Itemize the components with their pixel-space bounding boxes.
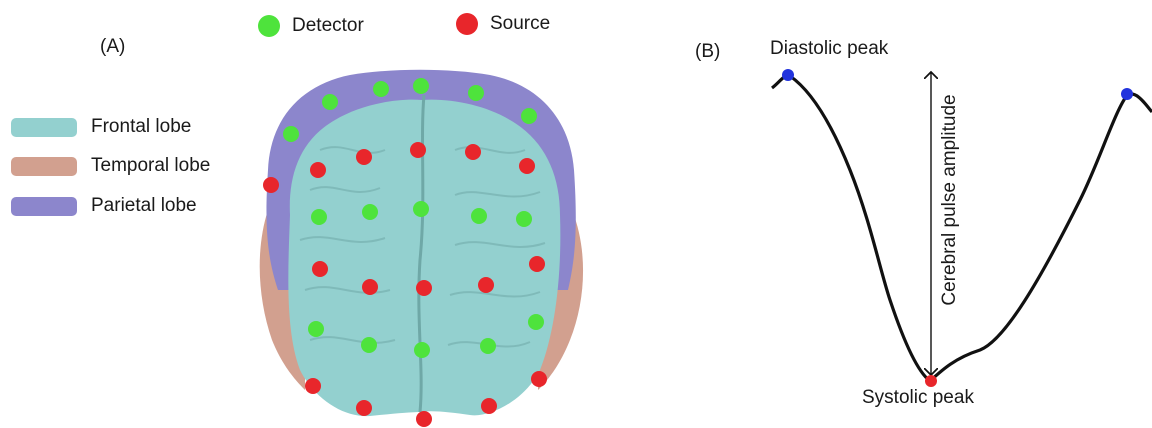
legend-parietal-lobe: Parietal lobe xyxy=(11,195,197,217)
parietal-lobe-swatch xyxy=(11,196,77,216)
detector-dot xyxy=(373,81,389,97)
detector-dot xyxy=(413,78,429,94)
systolic-peak-label: Systolic peak xyxy=(862,387,974,408)
source-dot xyxy=(305,378,321,394)
source-dot xyxy=(356,149,372,165)
frontal-lobe xyxy=(288,99,561,417)
detector-dot xyxy=(283,126,299,142)
panel-b-pulse-waveform: (B) Diastolic peak Systolic peak Cerebra… xyxy=(680,0,1152,428)
brain-illustration xyxy=(259,69,584,427)
pulse-curve xyxy=(771,74,1152,384)
source-dot xyxy=(465,144,481,160)
source-dot xyxy=(310,162,326,178)
legend-frontal-lobe: Frontal lobe xyxy=(11,116,191,138)
legend-source: Source xyxy=(456,13,550,35)
source-dot xyxy=(362,279,378,295)
detector-dot xyxy=(521,108,537,124)
legend-detector-label: Detector xyxy=(292,15,364,36)
legend-parietal-label: Parietal lobe xyxy=(91,195,197,216)
legend-frontal-label: Frontal lobe xyxy=(91,116,192,137)
source-dot xyxy=(531,371,547,387)
detector-dot xyxy=(414,342,430,358)
amplitude-label: Cerebral pulse amplitude xyxy=(939,94,960,306)
legend-source-label: Source xyxy=(490,13,551,34)
panel-a-brain-montage: (A) Detector Source Frontal lobe Tempora… xyxy=(11,13,584,427)
source-dot xyxy=(263,177,279,193)
panel-a-label: (A) xyxy=(100,36,126,57)
source-dot xyxy=(410,142,426,158)
source-dot xyxy=(416,280,432,296)
legend-detector: Detector xyxy=(258,15,364,37)
source-dot xyxy=(481,398,497,414)
detector-dot xyxy=(362,204,378,220)
legend-temporal-lobe: Temporal lobe xyxy=(11,155,210,177)
detector-dot xyxy=(480,338,496,354)
detector-dot xyxy=(361,337,377,353)
detector-dot xyxy=(516,211,532,227)
diastolic-peak-marker-second xyxy=(1121,88,1133,100)
pulse-waveform xyxy=(771,69,1152,387)
detector-dot xyxy=(413,201,429,217)
diastolic-peak-marker xyxy=(782,69,794,81)
diastolic-peak-label: Diastolic peak xyxy=(770,38,889,59)
detector-dot xyxy=(308,321,324,337)
detector-dot xyxy=(468,85,484,101)
systolic-peak-marker xyxy=(925,375,937,387)
source-points xyxy=(263,142,547,427)
source-dot xyxy=(356,400,372,416)
source-marker-icon xyxy=(456,13,478,35)
temporal-lobe-swatch xyxy=(11,156,77,176)
source-dot xyxy=(519,158,535,174)
source-dot xyxy=(478,277,494,293)
panel-b-label: (B) xyxy=(695,41,721,62)
legend-temporal-label: Temporal lobe xyxy=(91,155,211,176)
frontal-lobe-swatch xyxy=(11,117,77,137)
source-dot xyxy=(312,261,328,277)
source-dot xyxy=(529,256,545,272)
detector-dot xyxy=(528,314,544,330)
detector-points xyxy=(283,78,544,358)
detector-marker-icon xyxy=(258,15,280,37)
detector-dot xyxy=(322,94,338,110)
detector-dot xyxy=(471,208,487,224)
source-dot xyxy=(416,411,432,427)
central-fissure xyxy=(417,94,426,413)
detector-dot xyxy=(311,209,327,225)
